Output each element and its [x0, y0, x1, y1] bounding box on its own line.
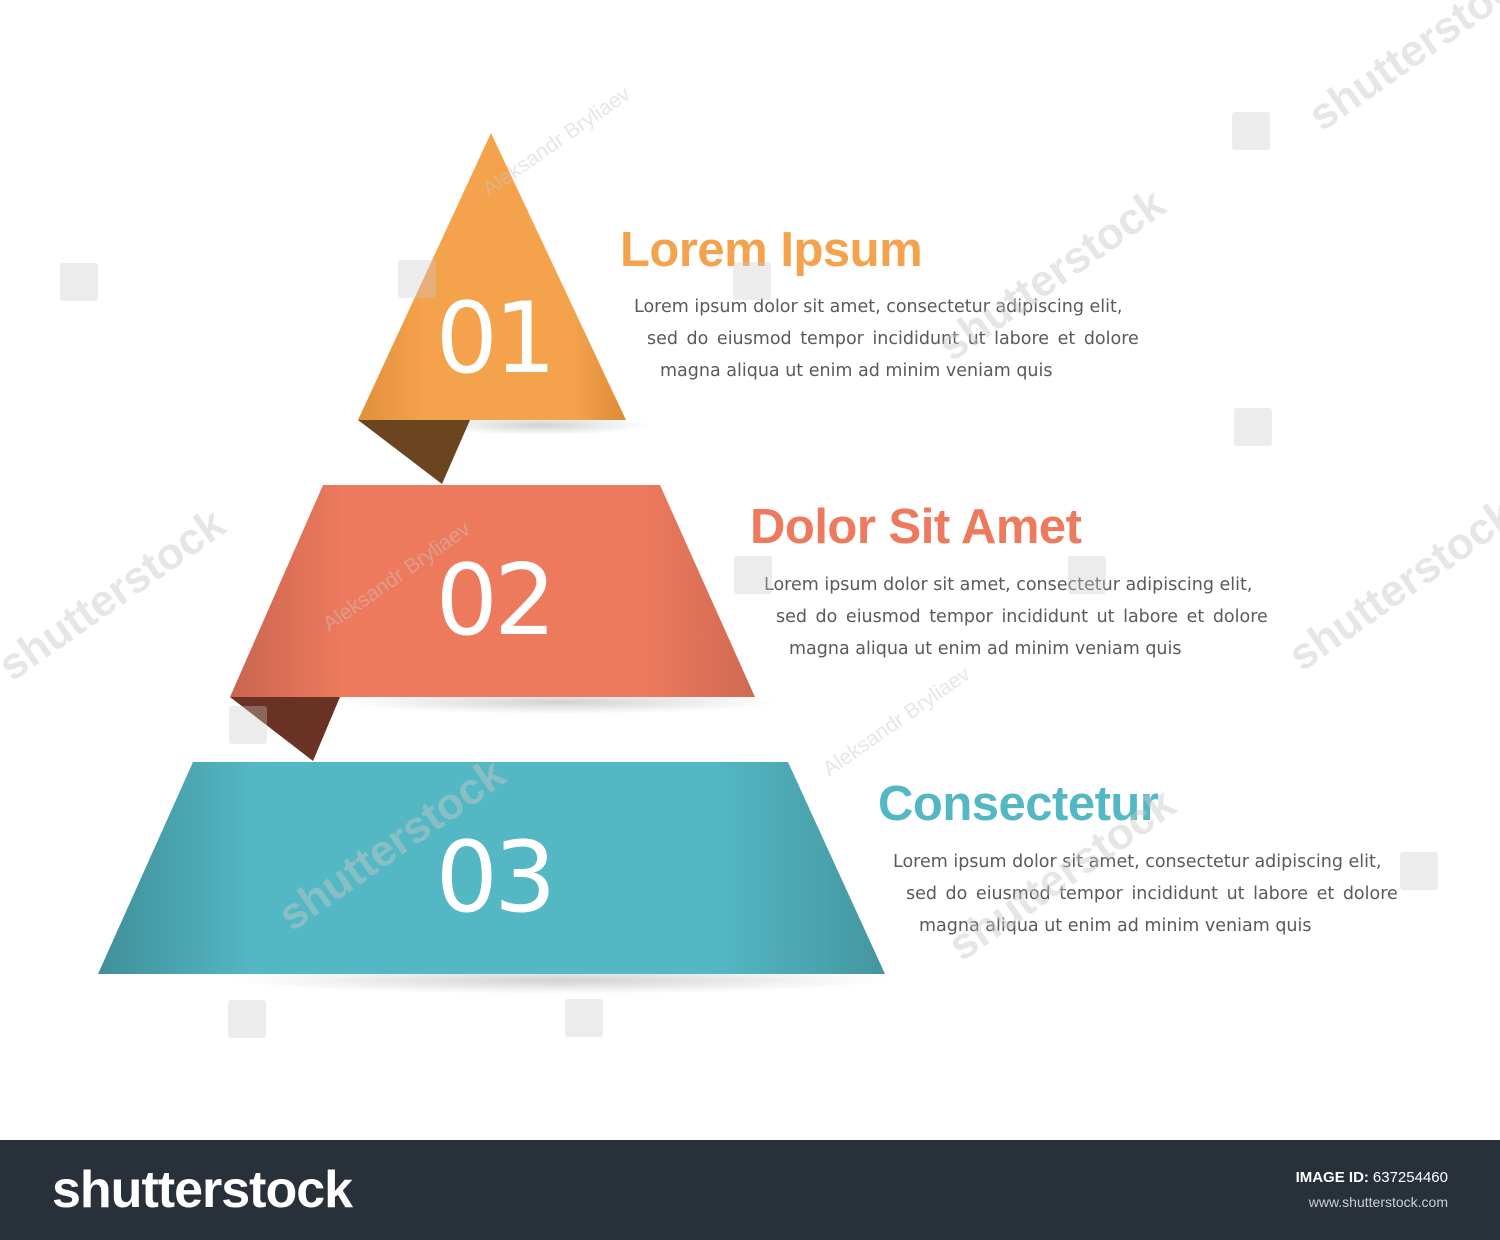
step-3-line-3: magna aliqua ut enim ad minim veniam qui…	[919, 916, 1312, 936]
watermark-logo-icon	[229, 706, 267, 744]
step-2-line-3: magna aliqua ut enim ad minim veniam qui…	[789, 639, 1182, 659]
watermark-logo-icon	[228, 1000, 266, 1038]
footer-logo[interactable]: shutterstock	[52, 1161, 353, 1219]
footer-bar: shutterstock IMAGE ID:637254460 www.shut…	[0, 1140, 1500, 1240]
step-2-line-2: sed do eiusmod tempor incididunt ut labo…	[776, 607, 1268, 627]
step-title-1: Lorem Ipsum	[620, 223, 923, 277]
watermark-logo-icon	[1234, 408, 1272, 446]
watermark-logo-icon	[1400, 852, 1438, 890]
watermark-logo-icon	[733, 262, 771, 300]
footer-url[interactable]: www.shutterstock.com	[1308, 1194, 1448, 1210]
watermark-logo-icon	[1068, 556, 1106, 594]
step-number-3: 03	[436, 821, 553, 935]
fold-step-2	[230, 697, 340, 761]
watermark-logo-icon	[565, 999, 603, 1037]
step-1-line-1: Lorem ipsum dolor sit amet, consectetur …	[634, 297, 1123, 317]
step-title-2: Dolor Sit Amet	[750, 500, 1082, 554]
image-id: IMAGE ID:637254460	[1296, 1169, 1448, 1186]
step-2-line-1: Lorem ipsum dolor sit amet, consectetur …	[764, 575, 1253, 595]
watermark-logo-icon	[1232, 112, 1270, 150]
step-3-line-1: Lorem ipsum dolor sit amet, consectetur …	[893, 852, 1382, 872]
step-number-1: 01	[436, 282, 553, 396]
step-number-2: 02	[436, 544, 553, 658]
step-3-line-2: sed do eiusmod tempor incididunt ut labo…	[906, 884, 1398, 904]
pyramid-tier-2	[230, 485, 755, 697]
watermark-logo-icon	[398, 260, 436, 298]
watermark-logo-icon	[734, 556, 772, 594]
step-title-3: Consectetur	[878, 777, 1159, 831]
pyramid-tier-3	[98, 762, 885, 974]
pyramid-diagram: 01 02 03	[98, 133, 890, 994]
image-id-label: IMAGE ID:	[1295, 1169, 1369, 1186]
fold-step-1	[358, 420, 470, 484]
step-1-line-2: sed do eiusmod tempor incididunt ut labo…	[647, 329, 1139, 349]
image-id-value: 637254460	[1372, 1169, 1448, 1186]
pyramid-tier-1	[358, 133, 626, 420]
step-1-line-3: magna aliqua ut enim ad minim veniam qui…	[660, 361, 1053, 381]
watermark-logo-icon	[60, 263, 98, 301]
infographic-canvas: 01 02 03 Lorem Ipsum Lorem ipsum dolor s…	[0, 0, 1500, 1038]
